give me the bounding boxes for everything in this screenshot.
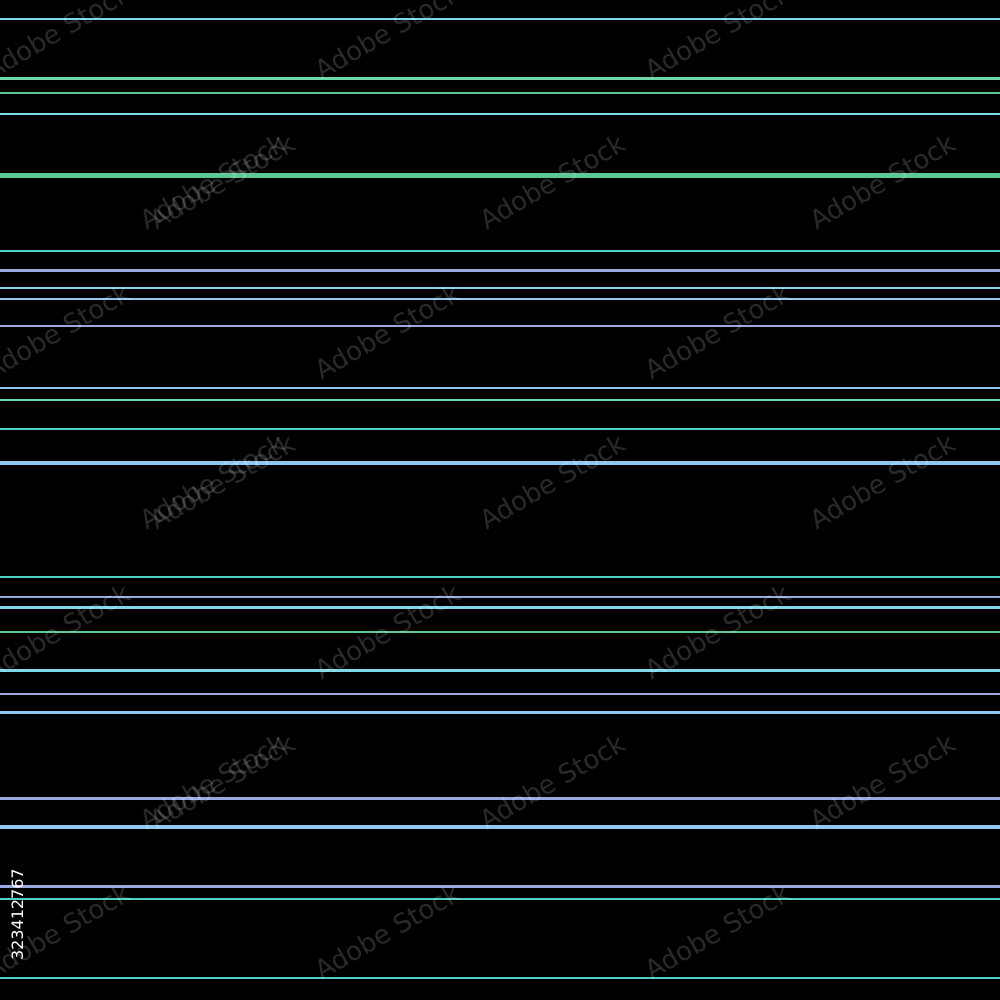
watermark-text: Adobe Stock	[640, 878, 796, 986]
watermark-text: Adobe Stock	[0, 0, 136, 86]
watermark-text: Adobe Stock	[310, 278, 466, 386]
watermark-text: Adobe Stock	[135, 428, 291, 536]
watermark-text: Adobe Stock	[0, 278, 136, 386]
watermark-text: Adobe Stock	[805, 428, 961, 536]
watermark-text: Adobe Stock	[640, 278, 796, 386]
stripe-line	[0, 631, 1000, 633]
watermark-text: Adobe Stock	[135, 728, 291, 836]
stripe-line	[0, 173, 1000, 178]
watermark-text: Adobe Stock	[805, 728, 961, 836]
stripe-line	[0, 399, 1000, 401]
stripe-line	[0, 576, 1000, 578]
stripe-line	[0, 669, 1000, 672]
stripe-line	[0, 825, 1000, 829]
stripe-line	[0, 18, 1000, 20]
stripe-line	[0, 693, 1000, 695]
watermark-text: Adobe Stock	[475, 428, 631, 536]
stripe-line	[0, 596, 1000, 598]
stripe-line	[0, 461, 1000, 465]
watermark-text: Adobe Stock	[475, 728, 631, 836]
watermark-text: Adobe Stock	[475, 128, 631, 236]
stripe-line	[0, 606, 1000, 609]
stripe-line	[0, 113, 1000, 115]
asset-id-label: 323412767	[8, 868, 27, 960]
watermark-text: Adobe Stock	[310, 878, 466, 986]
stripe-line	[0, 885, 1000, 888]
watermark-text: Adobe Stock	[640, 0, 796, 86]
stripe-line	[0, 428, 1000, 430]
watermark-text: Adobe Stock	[310, 0, 466, 86]
stripe-line	[0, 325, 1000, 327]
watermark-text: Adobe Stock	[805, 128, 961, 236]
stripe-line	[0, 269, 1000, 272]
stripe-line	[0, 797, 1000, 800]
stripe-line	[0, 250, 1000, 252]
stripe-line	[0, 287, 1000, 289]
stripe-line	[0, 77, 1000, 80]
stripe-line	[0, 977, 1000, 979]
stripe-line	[0, 898, 1000, 900]
stripe-line	[0, 92, 1000, 94]
stripe-line	[0, 298, 1000, 300]
stripe-line	[0, 711, 1000, 714]
stripe-line	[0, 387, 1000, 389]
watermark-text: Adobe Stock	[135, 128, 291, 236]
